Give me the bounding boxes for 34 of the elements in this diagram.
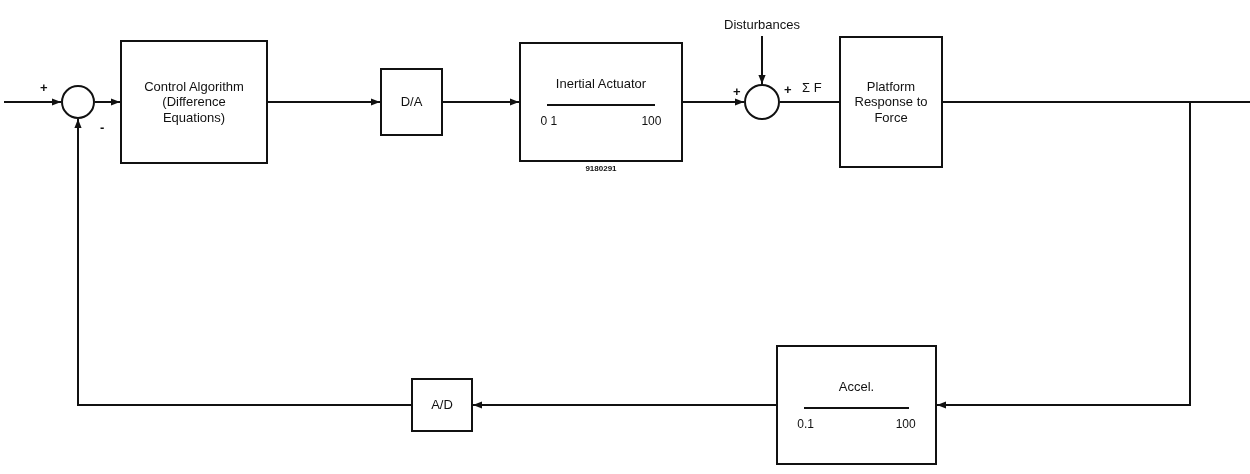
signal-line <box>779 101 840 103</box>
arrow <box>3 98 62 106</box>
block-label: Control Algorithm (Difference Equations) <box>143 78 245 126</box>
sign-label: + <box>40 80 48 95</box>
arrow <box>936 101 1191 409</box>
figure-number: 9180291 <box>584 164 618 173</box>
range-value: 100 <box>895 416 916 431</box>
block-box <box>839 36 943 168</box>
sign-label: - <box>100 120 105 135</box>
arrow <box>758 35 766 85</box>
summing-junction <box>61 85 95 119</box>
block-label: D/A <box>400 94 423 110</box>
block-label: Inertial Actuator <box>555 76 647 92</box>
summing-junction <box>744 84 780 120</box>
block-label: A/D <box>431 397 453 413</box>
arrow <box>94 98 121 106</box>
block-box <box>776 345 937 465</box>
range-value: 100 <box>641 113 662 128</box>
arrow <box>74 118 412 406</box>
sign-label: + <box>733 84 741 99</box>
edge-label: Σ F <box>800 80 824 95</box>
block-label: Platform Response to Force <box>853 78 929 126</box>
range-value: 0.1 <box>797 416 814 431</box>
arrow <box>682 98 745 106</box>
arrow <box>472 401 777 409</box>
sign-label: + <box>784 82 792 97</box>
block-box <box>411 378 473 432</box>
arrow <box>442 98 520 106</box>
block-label: Accel. <box>838 379 875 395</box>
arrow <box>267 98 381 106</box>
block-box <box>120 40 268 164</box>
input-label: Disturbances <box>724 17 800 33</box>
block-box <box>380 68 443 136</box>
range-value: 0 1 <box>540 113 558 128</box>
